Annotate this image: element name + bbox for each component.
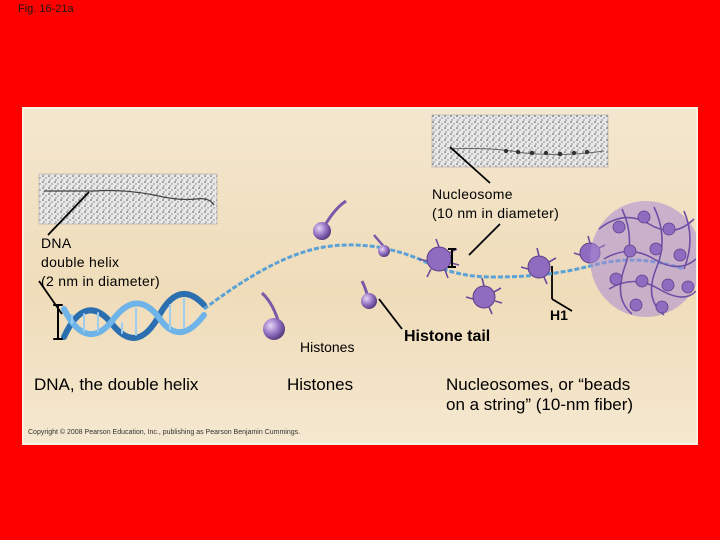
illustration [38,114,696,341]
histone-tail-label: Histone tail [404,328,491,345]
dna-label-line1: DNA [41,235,72,251]
caption-nucleosomes: Nucleosomes, or “beads on a string” (10-… [446,375,633,415]
dna-label-line2: double helix [41,254,120,270]
nucleosome-beads [418,235,606,315]
nucleosome-micrograph [431,114,609,168]
dna-label: DNA double helix (2 nm in diameter) [41,234,160,291]
caption-nucleosomes-line2: on a string” (10-nm fiber) [446,395,634,414]
dna-label-line3: (2 nm in diameter) [41,273,160,289]
figure-label: Fig. 16-21a [18,3,74,15]
dna-strand [203,243,685,311]
free-histones [260,199,390,340]
h1-label: H1 [550,307,568,323]
dna-micrograph [38,173,218,225]
condensed-chromatin [590,201,696,317]
copyright-notice: Copyright © 2008 Pearson Education, Inc.… [28,429,301,436]
histones-label: Histones [300,339,355,355]
nucleosome-label-line2: (10 nm in diameter) [432,205,560,221]
figure-panel: DNA double helix (2 nm in diameter) Nucl… [22,107,698,445]
caption-histones: Histones [287,375,354,394]
caption-nucleosomes-line1: Nucleosomes, or “beads [446,375,631,394]
double-helix [53,290,207,341]
nucleosome-label: Nucleosome (10 nm in diameter) [432,185,559,223]
nucleosome-label-line1: Nucleosome [432,186,513,202]
caption-dna: DNA, the double helix [34,375,199,394]
